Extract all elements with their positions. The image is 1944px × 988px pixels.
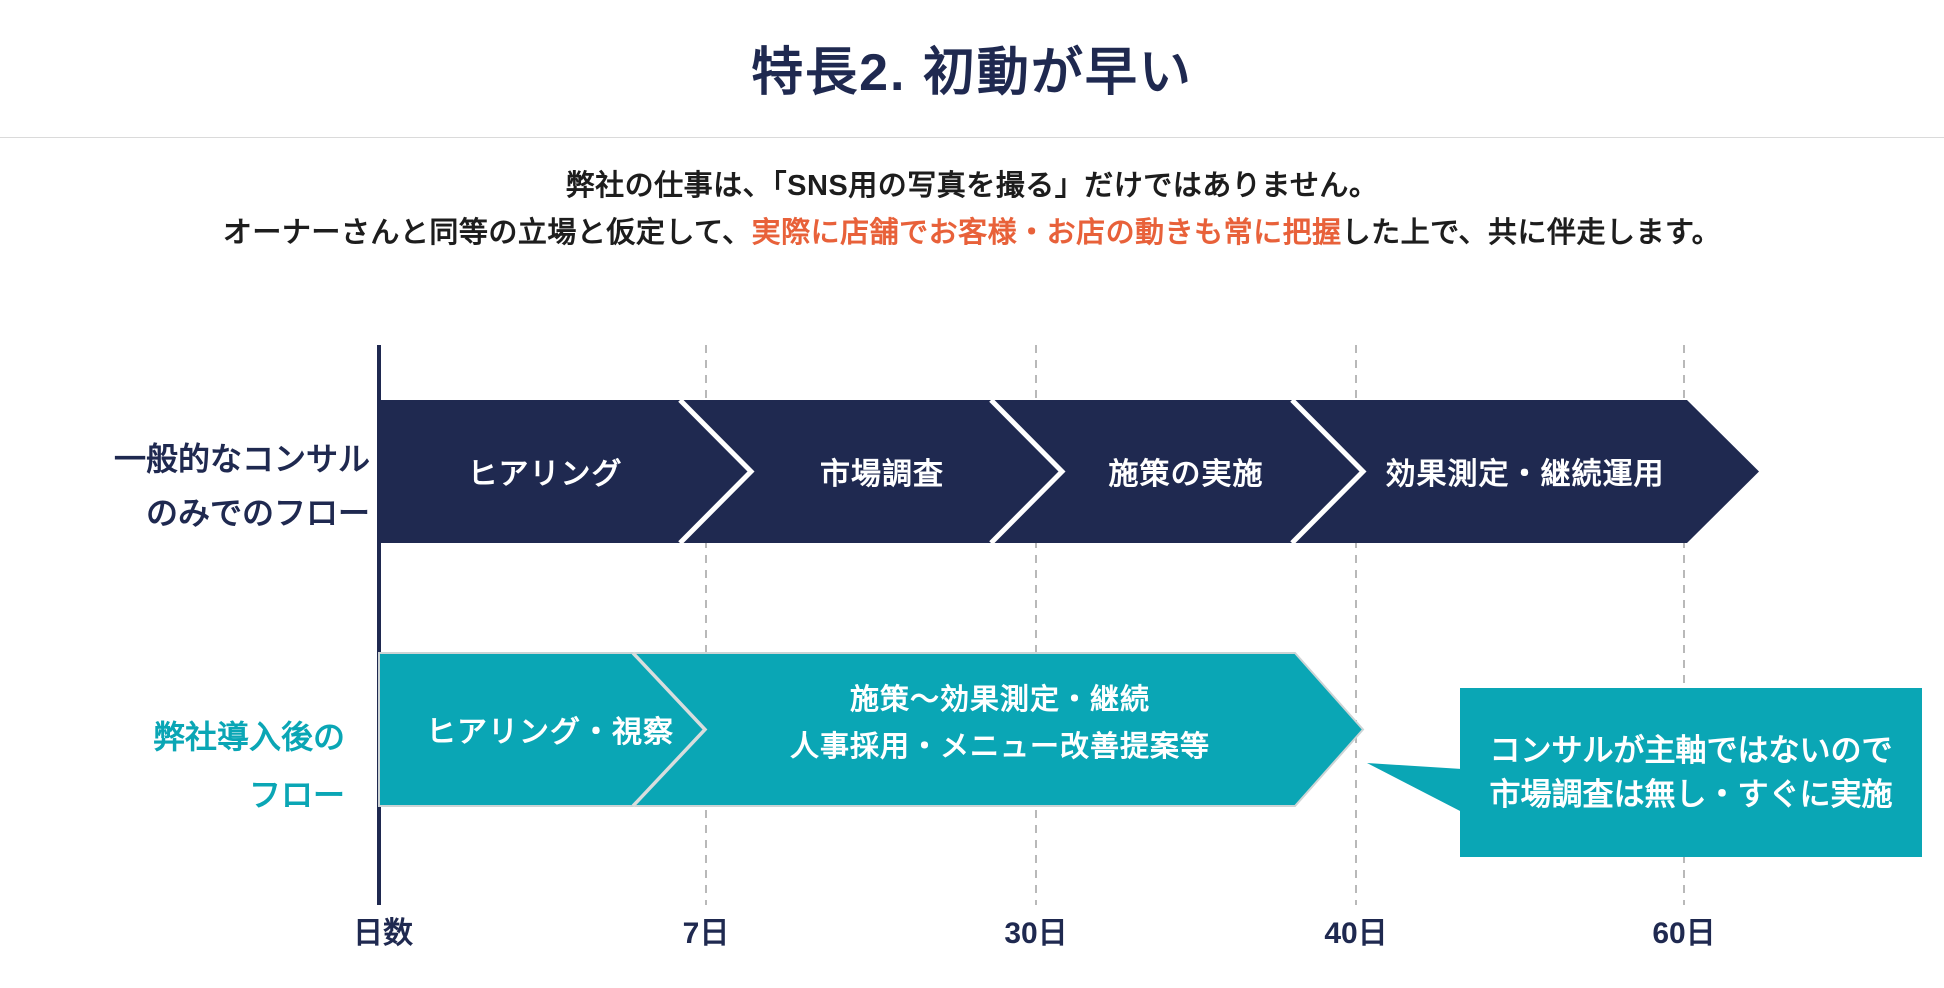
row-label-company-line1: 弊社導入後の xyxy=(152,719,345,755)
title-divider xyxy=(0,137,1944,138)
callout-pointer xyxy=(1367,763,1462,812)
segment-label-company-line1: 施策～効果測定・継続 xyxy=(849,684,1151,716)
row-label-generic-flow: 一般的なコンサル のみでのフロー xyxy=(60,432,370,540)
subtitle-line2-prefix: オーナーさんと同等の立場と仮定して、 xyxy=(222,217,752,249)
callout-line1: コンサルが主軸ではないので xyxy=(1489,732,1893,768)
tick-label-40d: 40日 xyxy=(1324,917,1388,950)
axis-line xyxy=(377,345,381,905)
generic-flow-arrow xyxy=(379,400,1759,543)
arrow-separator xyxy=(631,651,708,808)
tick-label-days: 日数 xyxy=(353,917,413,950)
row-label-company-line2: フロー xyxy=(248,777,345,813)
subtitle-line1: 弊社の仕事は、「SNS用の写真を撮る」だけではありません。 xyxy=(565,170,1379,202)
segment-label-hearing-observe: ヒアリング・視察 xyxy=(426,716,674,749)
subtitle-line2-suffix: した上で、共に伴走します。 xyxy=(1341,217,1722,249)
tick-label-60d: 60日 xyxy=(1652,917,1716,950)
segment-label-company-line2: 人事採用・メニュー改善提案等 xyxy=(789,731,1211,763)
subtitle: 弊社の仕事は、「SNS用の写真を撮る」だけではありません。 オーナーさんと同等の… xyxy=(0,163,1944,257)
tick-label-30d: 30日 xyxy=(1004,917,1068,950)
tick-label-7d: 7日 xyxy=(682,917,730,950)
callout-text: コンサルが主軸ではないので 市場調査は無し・すぐに実施 xyxy=(1460,688,1922,857)
arrow-separator xyxy=(989,398,1066,545)
page-title: 特長2. 初動が早い xyxy=(751,44,1193,102)
row-label-generic-line1: 一般的なコンサル xyxy=(113,441,370,477)
subtitle-highlight: 実際に店舗でお客様・お店の動きも常に把握 xyxy=(751,217,1342,249)
company-flow-arrow xyxy=(378,652,1365,807)
callout-bubble xyxy=(1460,688,1922,857)
row-label-company-flow: 弊社導入後の フロー xyxy=(60,708,345,824)
arrow-separator xyxy=(678,398,755,545)
segment-label-research: 市場調査 xyxy=(820,458,944,491)
segment-label-measure: 効果測定・継続運用 xyxy=(1385,458,1665,491)
row-label-generic-line2: のみでのフロー xyxy=(145,495,370,531)
arrow-separator xyxy=(1290,398,1367,545)
callout-line2: 市場調査は無し・すぐに実施 xyxy=(1489,776,1893,812)
segment-label-execute: 施策の実施 xyxy=(1108,458,1264,491)
subtitle-line2: オーナーさんと同等の立場と仮定して、実際に店舗でお客様・お店の動きも常に把握した… xyxy=(0,210,1944,257)
segment-label-hearing: ヒアリング xyxy=(467,458,623,491)
